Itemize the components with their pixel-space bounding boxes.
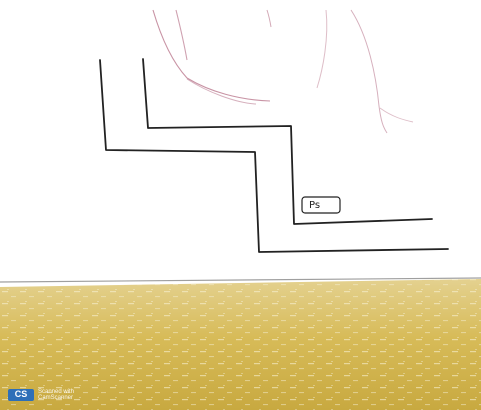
camscanner-watermark: CS Scanned with CamScanner xyxy=(8,389,74,402)
camscanner-badge: CS xyxy=(8,389,34,401)
watermark-text-line-1: Scanned with xyxy=(38,389,74,396)
drawing-label: Ps xyxy=(309,200,320,211)
watermark-text-line-2: CamScanner xyxy=(38,395,74,402)
paper-sheet xyxy=(0,0,481,286)
watermark-text: Scanned with CamScanner xyxy=(38,389,74,402)
label-box xyxy=(302,197,340,213)
